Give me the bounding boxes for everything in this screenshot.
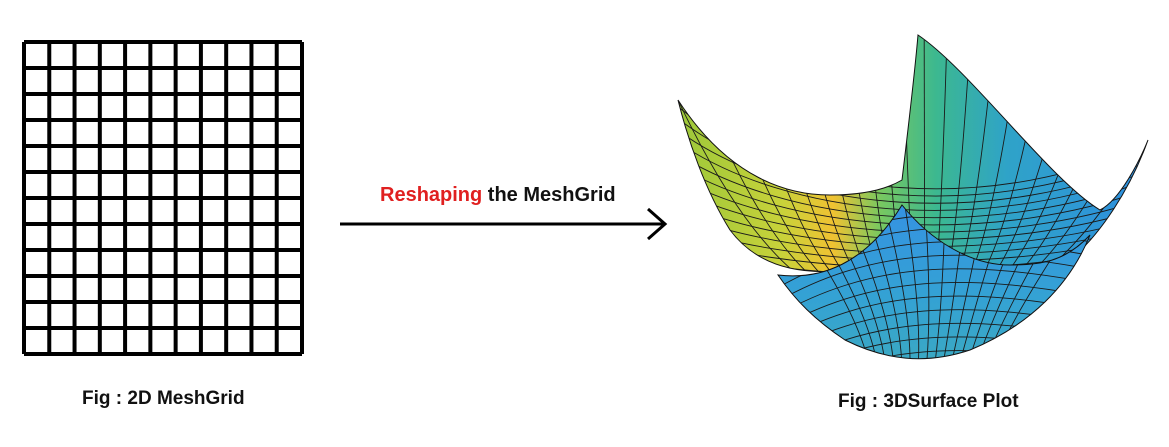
surface-mesh-line: [903, 205, 920, 359]
arrow-label-highlight: Reshaping: [380, 184, 483, 206]
right-arrow-icon: [340, 207, 668, 241]
arrow-label: Reshaping the MeshGrid: [380, 184, 616, 207]
caption-2d-meshgrid: Fig : 2D MeshGrid: [82, 388, 245, 409]
meshgrid-2d-graphic: [22, 40, 304, 356]
surface-mesh-line: [778, 254, 1090, 307]
surface-mesh-line: [778, 268, 1090, 320]
surface-mesh-line: [770, 364, 1100, 375]
meshgrid-2d-figure: [22, 40, 304, 361]
surface-mesh-line: [952, 69, 992, 278]
surface-mesh-line: [678, 99, 821, 278]
surface-plot-3d-graphic: [677, 34, 1149, 375]
caption-3d-surface-plot: Fig : 3DSurface Plot: [838, 391, 1019, 412]
arrow-label-rest: the MeshGrid: [482, 184, 616, 206]
surface-mesh-line: [882, 205, 911, 359]
